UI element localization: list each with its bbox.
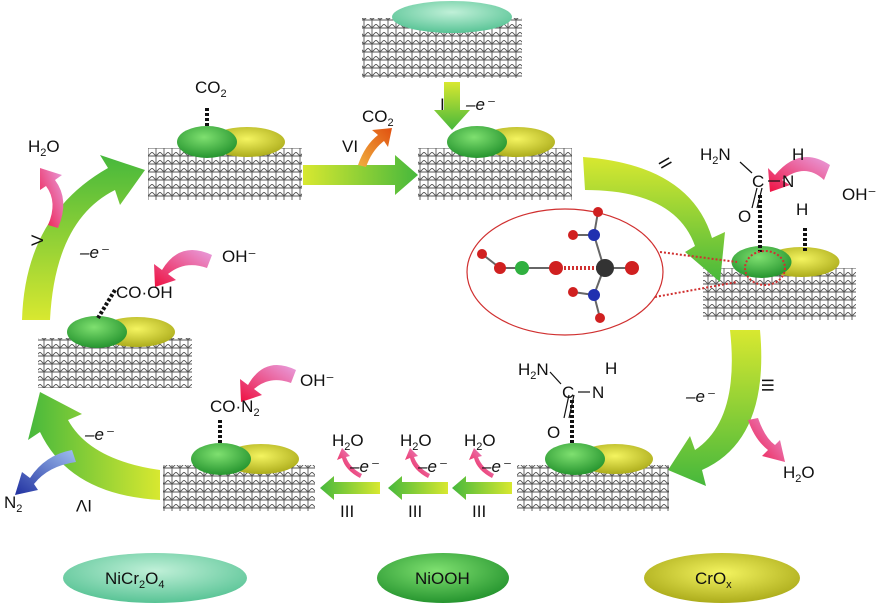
electron-loss-small: –e⁻	[417, 457, 448, 476]
electron-loss-small: –e⁻	[349, 457, 380, 476]
h2o-small-arrow	[405, 448, 430, 478]
step-v-label: V	[28, 234, 47, 246]
oh-label-right: OH⁻	[842, 185, 876, 204]
h2o-small-arrow	[469, 448, 494, 478]
svg-text:N: N	[782, 172, 794, 191]
svg-text:O: O	[738, 207, 751, 226]
svg-text:C: C	[562, 383, 574, 402]
svg-text:O: O	[547, 423, 560, 442]
step-ii-label: II	[654, 154, 675, 172]
svg-text:NiOOH: NiOOH	[415, 569, 470, 588]
step-iv-label: IV	[75, 496, 92, 515]
h2o-arrow-v	[40, 168, 64, 228]
n2-release-arrow	[15, 450, 76, 495]
step-iii-small-arrow	[320, 476, 380, 500]
oh-arrow-con2	[240, 365, 296, 402]
step-ii-arrow	[583, 157, 725, 282]
catalyst-nanotube-6	[38, 316, 192, 388]
catalyst-nanotube-5	[163, 443, 315, 511]
step-i-label: I	[440, 95, 445, 114]
svg-text:N: N	[592, 383, 604, 402]
step-iii-small-label: III	[472, 502, 486, 521]
oh-arrow-cooh	[154, 250, 212, 287]
step-iii-small-arrow	[452, 476, 512, 500]
h2o-label-small: H2O	[464, 431, 496, 453]
catalyst-nanotube-4	[517, 443, 669, 511]
oh-arrow-right	[768, 157, 830, 192]
h2o-label-small: H2O	[332, 431, 364, 453]
step-vi-arrow	[303, 155, 418, 195]
catalyst-top-nicr2o4	[362, 1, 522, 78]
catalyst-nanotube-3	[703, 246, 856, 320]
step-iii-label: III	[758, 378, 777, 392]
svg-text:H2N: H2N	[700, 145, 731, 167]
step-iii-arrow	[668, 330, 762, 486]
adsorption-bonds	[96, 108, 807, 445]
urea-dehydrogenated: H2N C N H O	[518, 359, 617, 442]
electron-loss-v: –e⁻	[79, 243, 110, 262]
step-i-arrow	[434, 82, 470, 130]
oh-label-con2: OH⁻	[300, 371, 334, 390]
n2-label: N2	[4, 493, 22, 515]
con2-label: CO·N2	[210, 397, 260, 419]
step-v-arrow	[22, 155, 145, 320]
electron-loss-iii: –e⁻	[685, 387, 716, 406]
co2-adsorbed: CO2	[195, 78, 227, 100]
cooh-label: CO·OH	[116, 283, 173, 302]
step-vi-label: VI	[342, 137, 358, 156]
step-iii-small-arrow	[388, 476, 448, 500]
svg-text:NiCr2O4: NiCr2O4	[105, 569, 164, 591]
urea-adsorbed: H2N C N H H O	[700, 145, 808, 226]
adsorption-zoom-inset	[466, 207, 786, 336]
catalyst-nanotube-2	[418, 126, 572, 200]
legend-crox: CrOx	[644, 553, 800, 603]
legend-niooh: NiOOH	[377, 553, 509, 603]
electron-loss-iv: –e⁻	[84, 425, 115, 444]
svg-text:CrOx: CrOx	[695, 569, 732, 591]
h2o-label-small: H2O	[400, 431, 432, 453]
double-bond	[751, 187, 758, 209]
svg-text:C: C	[752, 172, 764, 191]
svg-text:H: H	[796, 200, 808, 219]
co2-release-arrow	[358, 128, 392, 167]
h2o-arrow-iii	[748, 418, 785, 462]
svg-text:H: H	[792, 145, 804, 164]
svg-text:H: H	[605, 359, 617, 378]
h2o-small-arrow	[337, 448, 362, 478]
oh-label-cooh: OH⁻	[222, 247, 256, 266]
step-iii-small-label: III	[340, 502, 354, 521]
h2o-label-iii: H2O	[783, 463, 815, 485]
electron-loss-small: –e⁻	[481, 457, 512, 476]
svg-text:H2N: H2N	[518, 360, 549, 382]
co2-released: CO2	[362, 107, 394, 129]
step-iv-arrow	[28, 392, 160, 500]
catalyst-nanotube-1	[148, 126, 302, 200]
step-iii-small-label: III	[408, 502, 422, 521]
legend-nicr2o4: NiCr2O4	[63, 553, 247, 603]
electron-loss-i: –e⁻	[465, 95, 496, 114]
h2o-label-v: H2O	[28, 137, 60, 159]
